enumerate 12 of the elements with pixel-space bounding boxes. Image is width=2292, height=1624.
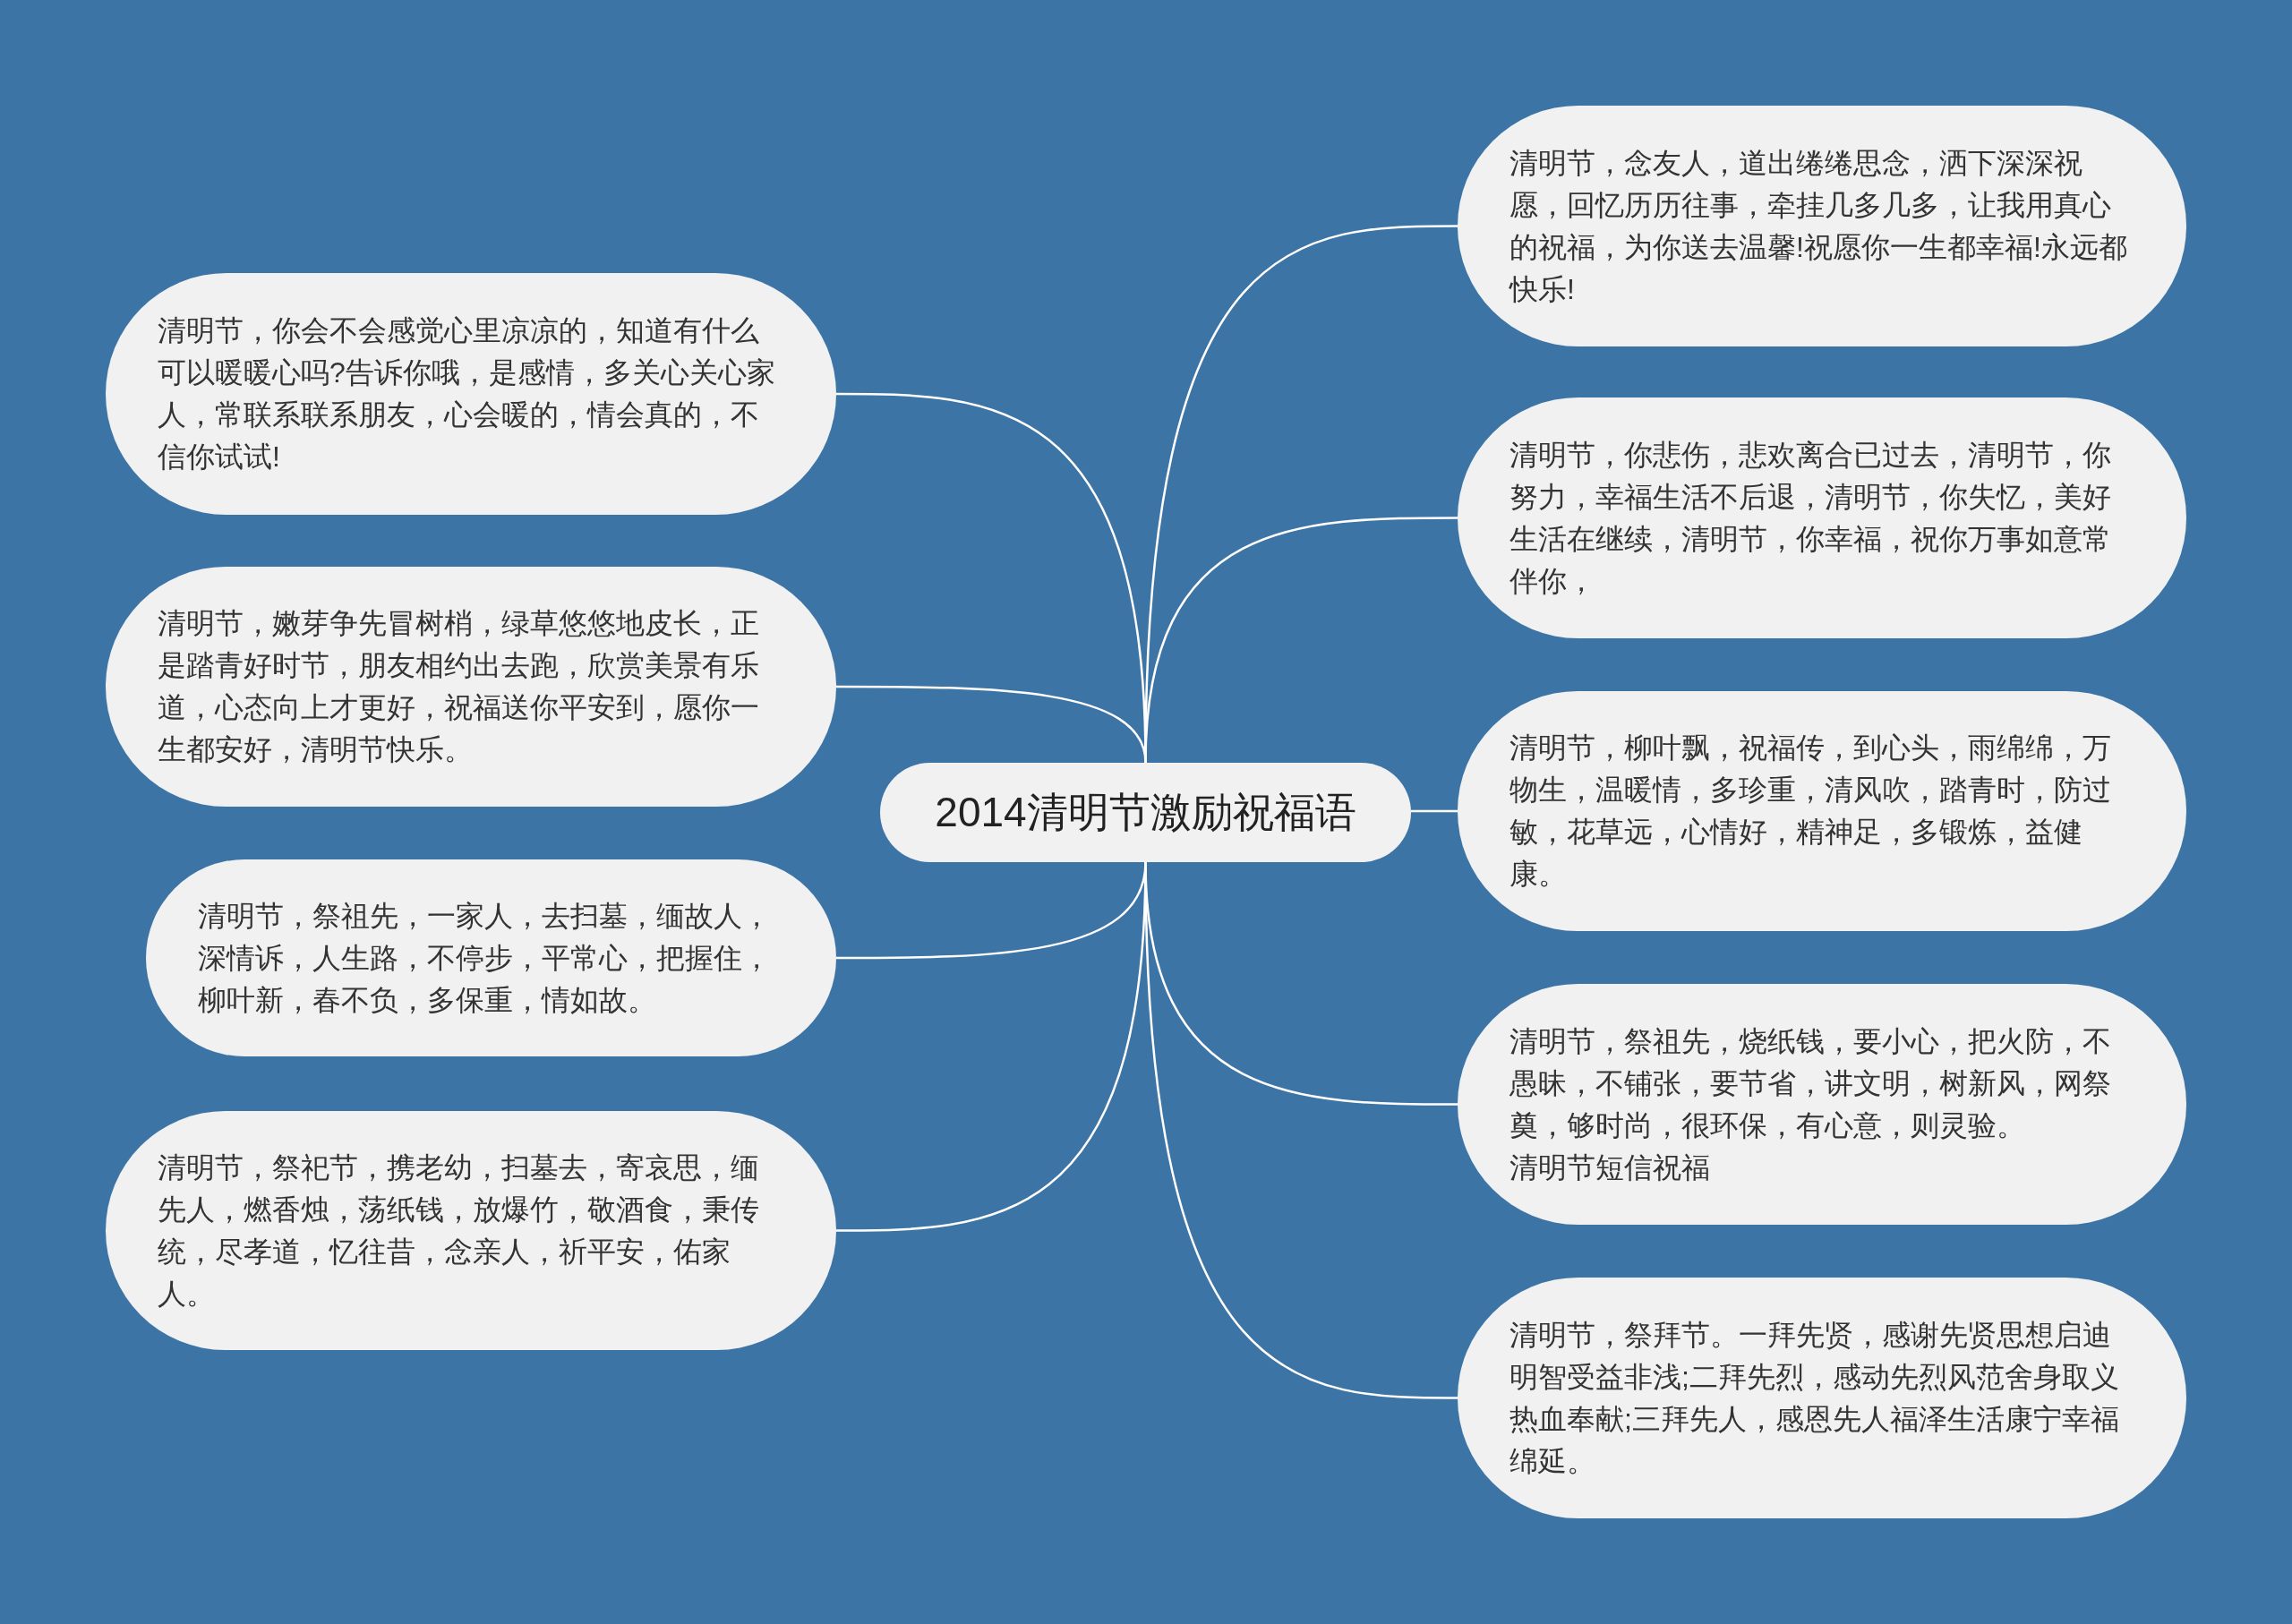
message-text: 清明节，你会不会感觉心里凉凉的，知道有什么可以暖暖心吗?告诉你哦，是感情，多关心关心家人，常联系联系朋友，心会暖的，情会真的，不信你试试!	[158, 313, 776, 474]
message-text: 清明节，祭祖先，一家人，去扫墓，缅故人，深情诉，人生路，不停步，平常心，把握住，柳叶新，春不负，多保重，情如故。	[198, 898, 772, 1018]
connector-line	[1411, 809, 1458, 813]
message-text: 清明节，你悲伤，悲欢离合已过去，清明节，你努力，幸福生活不后退，清明节，你失忆，美好生活在继续，清明节，你幸福，祝你万事如意常伴你，	[1509, 437, 2112, 599]
message-text: 清明节，祭拜节。一拜先贤，感谢先贤思想启迪明智受益非浅;二拜先烈，感动先烈风范舍身取义热血奉献;三拜先人，感恩先人福泽生活康宁幸福绵延。	[1509, 1317, 2120, 1479]
message-text: 清明节，念友人，道出绻绻思念，洒下深深祝愿，回忆历历往事，牵挂几多几多，让我用真心的祝福，为你送去温馨!祝愿你一生都幸福!永远都快乐!	[1509, 145, 2128, 307]
message-text: 清明节，嫩芽争先冒树梢，绿草悠悠地皮长，正是踏青好时节，朋友相约出去跑，欣赏美景有乐道，心态向上才更好，祝福送你平安到，愿你一生都安好，清明节快乐。	[158, 606, 760, 767]
message-text: 清明节，祭祀节，携老幼，扫墓去，寄哀思，缅先人，燃香烛，荡纸钱，放爆竹，敬酒食，秉传统，尽孝道，忆往昔，念亲人，祈平安，佑家人。	[158, 1150, 760, 1312]
message-text: 清明节，祭祖先，烧纸钱，要小心，把火防，不愚昧，不铺张，要节省，讲文明，树新风，网祭奠，够时尚，很环保，有心意，则灵验。	[1509, 1023, 2112, 1143]
topic-title: 2014清明节激励祝福语	[935, 788, 1356, 837]
message-text: 清明节，柳叶飘，祝福传，到心头，雨绵绵，万物生，温暖情，多珍重，清风吹，踏青时，防过敏，花草远，心情好，精神足，多锻炼，益健康。	[1509, 731, 2112, 892]
message-text: 清明节短信祝福	[1509, 1150, 1711, 1185]
